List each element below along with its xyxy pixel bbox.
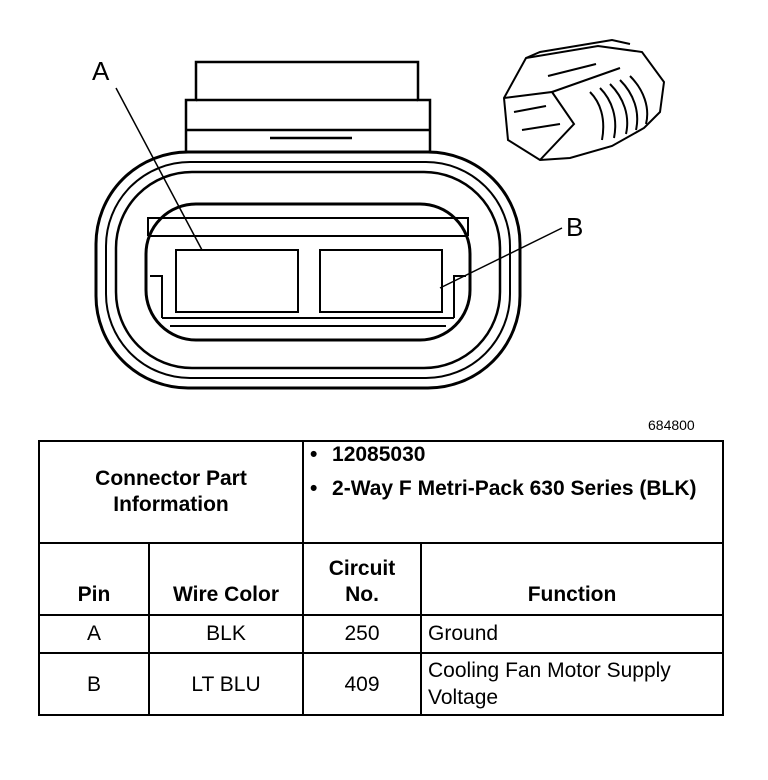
connector-description: 2-Way F Metri-Pack 630 Series (BLK)	[332, 477, 697, 500]
pinout-table: Connector Part Information • 12085030 • …	[37, 440, 725, 716]
terminal-b	[319, 249, 443, 313]
connector-drawing: A B	[92, 38, 666, 390]
connector-info-values: • 12085030 • 2-Way F Metri-Pack 630 Seri…	[302, 440, 725, 544]
cell-function: Cooling Fan Motor Supply Voltage	[420, 652, 725, 716]
cell-wire-color: BLK	[147, 614, 305, 654]
connector-info-row: Connector Part Information • 12085030 • …	[37, 440, 725, 544]
bullet-icon: •	[310, 477, 318, 500]
cell-pin: B	[38, 652, 150, 716]
leader-line-a	[115, 87, 203, 251]
header-pin: Pin	[38, 542, 150, 616]
leader-line-b	[439, 227, 563, 289]
terminal-a	[175, 249, 299, 313]
table-row: B LT BLU 409 Cooling Fan Motor Supply Vo…	[38, 652, 725, 716]
connector-perspective-view	[502, 38, 666, 162]
header-wire-color: Wire Color	[147, 542, 305, 616]
cell-circuit: 409	[302, 652, 423, 716]
cell-wire-color: LT BLU	[147, 652, 305, 716]
header-circuit-no: Circuit No.	[302, 542, 423, 616]
part-number: 12085030	[332, 443, 426, 466]
header-row: Pin Wire Color Circuit No. Function	[38, 542, 725, 616]
connector-shell	[94, 150, 522, 390]
cell-circuit: 250	[302, 614, 423, 654]
cell-pin: A	[38, 614, 150, 654]
connector-latch	[184, 60, 432, 152]
pin-callout-a: A	[92, 56, 110, 86]
figure-number: 684800	[648, 417, 695, 433]
bullet-icon: •	[310, 443, 318, 466]
table-row: A BLK 250 Ground	[38, 614, 725, 654]
cell-function: Ground	[420, 614, 725, 654]
connector-cavity	[147, 217, 469, 327]
header-function: Function	[420, 542, 725, 616]
pin-callout-b: B	[566, 212, 583, 242]
connector-info-label: Connector Part Information	[37, 440, 305, 544]
